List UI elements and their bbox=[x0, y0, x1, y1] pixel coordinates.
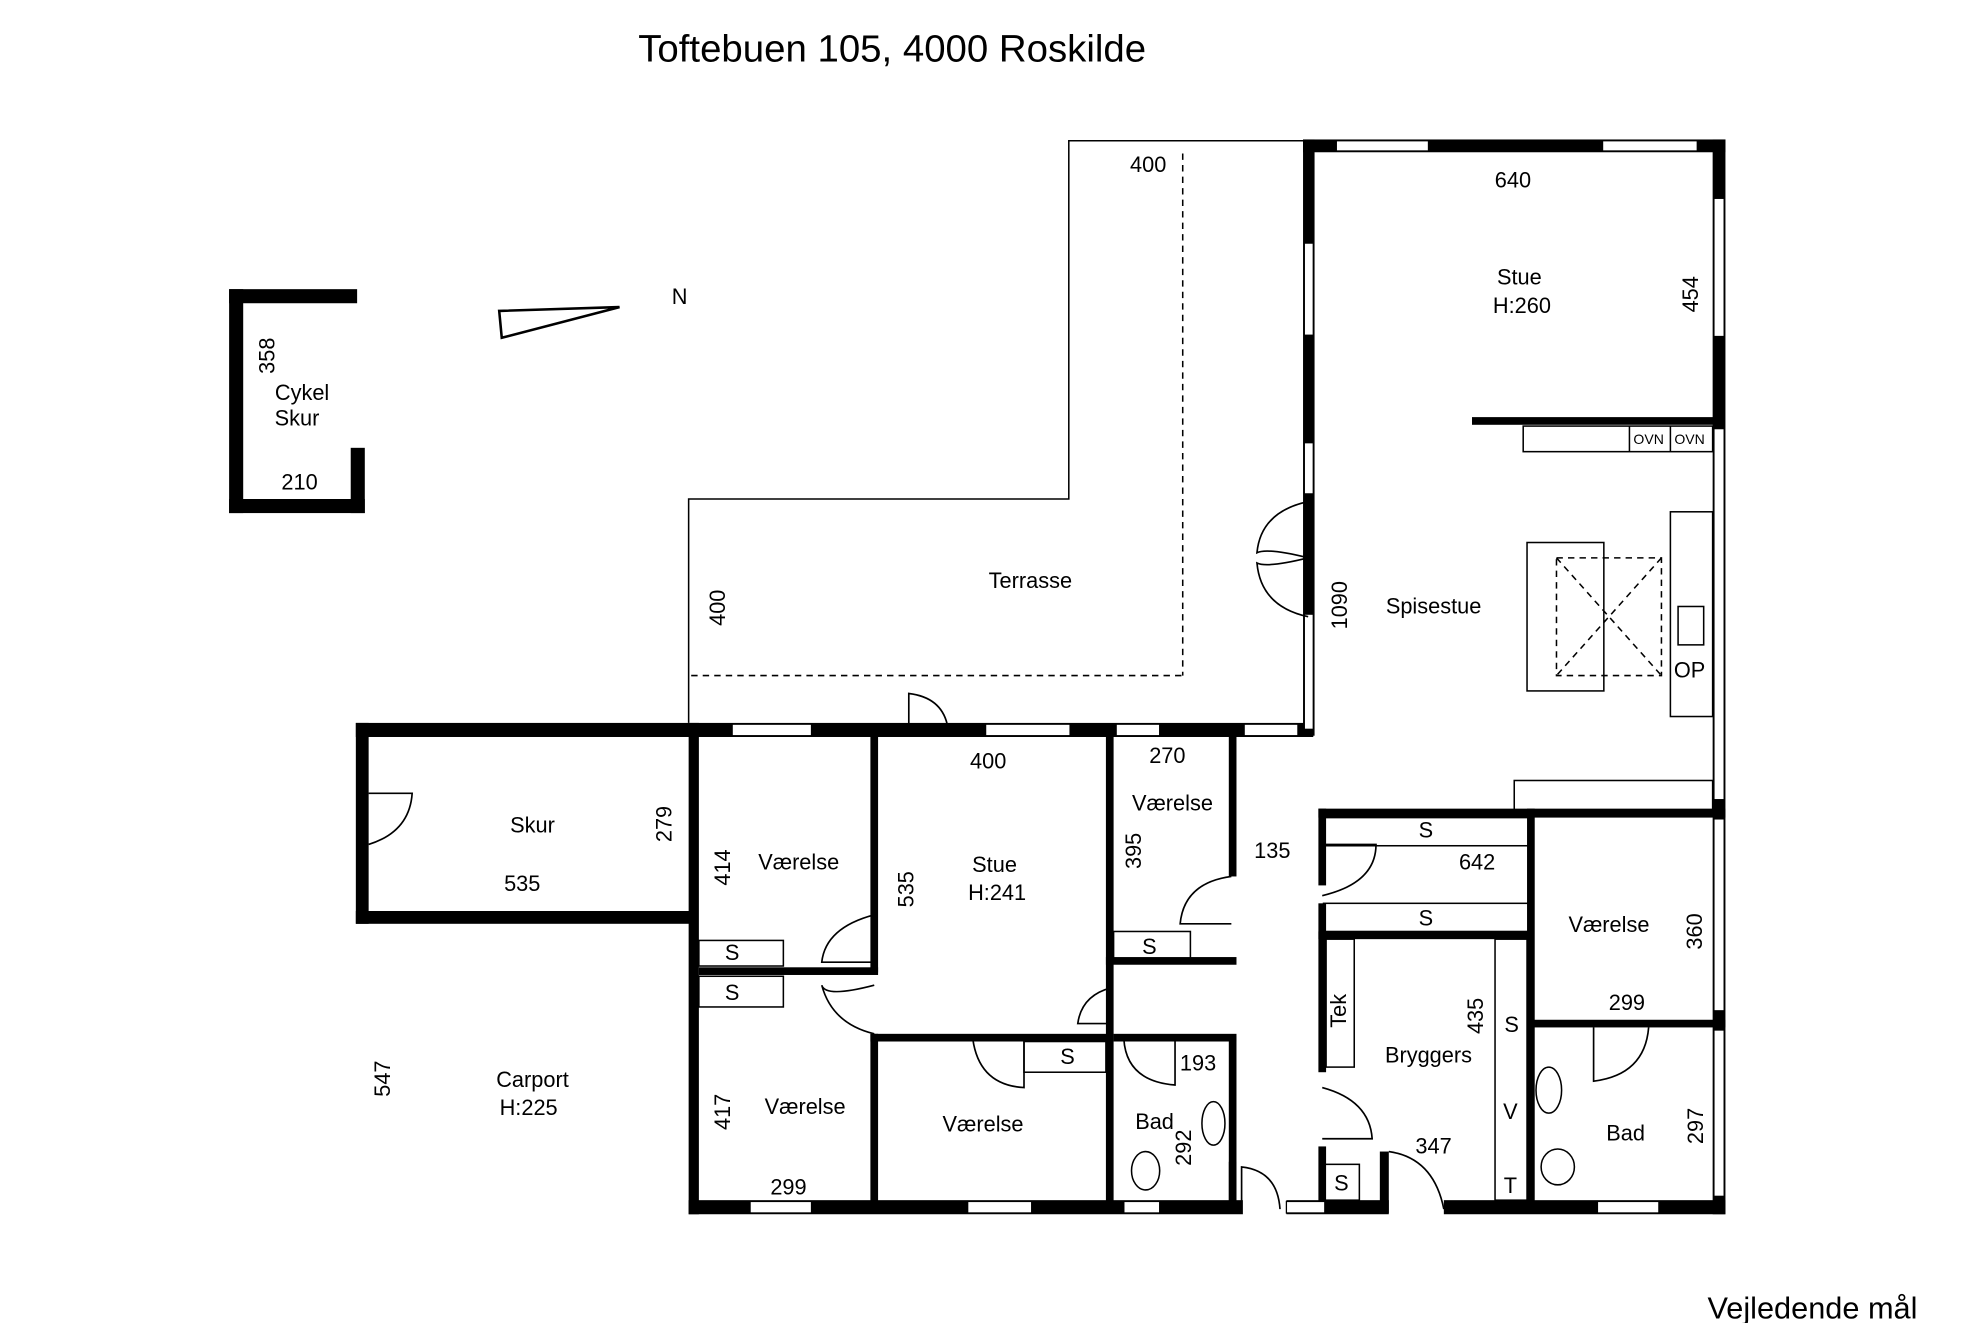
room-height: H:225 bbox=[500, 1095, 558, 1120]
closet-label: S bbox=[1142, 934, 1157, 959]
dimension-label: 299 bbox=[770, 1174, 806, 1199]
dimension-label: 135 bbox=[1254, 838, 1290, 863]
room-name-bad: Bad bbox=[1135, 1109, 1174, 1134]
dimension-label: 395 bbox=[1121, 833, 1146, 869]
dimension-label: 297 bbox=[1683, 1108, 1708, 1144]
windows bbox=[731, 140, 1725, 1214]
dimension-label: 270 bbox=[1149, 743, 1185, 768]
footer-note: Vejledende mål bbox=[1707, 1290, 1917, 1323]
dimension-label: 1090 bbox=[1327, 581, 1352, 629]
dimension-label: 358 bbox=[255, 338, 280, 374]
closet-label: S bbox=[1419, 906, 1434, 931]
closet-label: S bbox=[725, 980, 740, 1005]
doors bbox=[368, 500, 1650, 1210]
closet-label: S bbox=[1060, 1044, 1075, 1069]
oven-label: OVN bbox=[1633, 431, 1663, 447]
room-name-carport: Carport bbox=[496, 1067, 569, 1092]
room-name-vaerelse: Værelse bbox=[758, 849, 839, 874]
dimension-label: 193 bbox=[1180, 1050, 1216, 1075]
room-name-skur: Skur bbox=[510, 812, 555, 837]
dimension-label: 640 bbox=[1495, 167, 1531, 192]
fixtures bbox=[698, 425, 1714, 1201]
closet-label: S bbox=[1334, 1171, 1349, 1196]
op-label: OP bbox=[1674, 657, 1705, 682]
dimension-label: 400 bbox=[1130, 152, 1166, 177]
closet-label: S bbox=[1504, 1012, 1519, 1037]
terrace-outline bbox=[687, 139, 1306, 723]
room-name-cykel: Cykel bbox=[275, 380, 329, 405]
dryer-label: T bbox=[1504, 1173, 1517, 1198]
dimension-label: 292 bbox=[1171, 1130, 1196, 1166]
plan-title: Toftebuen 105, 4000 Roskilde bbox=[638, 27, 1146, 70]
room-labels: 400 640 Stue H:260 454 N 358 Cykel Skur … bbox=[255, 152, 1708, 1199]
room-name-spisestue: Spisestue bbox=[1386, 594, 1482, 619]
bike-shed-walls bbox=[229, 289, 365, 514]
dimension-label: 360 bbox=[1682, 913, 1707, 949]
closet-label: S bbox=[725, 940, 740, 965]
dimension-label: 535 bbox=[504, 871, 540, 896]
dimension-label: 435 bbox=[1463, 998, 1488, 1034]
dimension-label: 279 bbox=[651, 806, 676, 842]
room-name-stue: Stue bbox=[1497, 265, 1542, 290]
room-height: H:260 bbox=[1493, 293, 1551, 318]
dimension-label: 642 bbox=[1459, 849, 1495, 874]
dimension-label: 417 bbox=[710, 1094, 735, 1130]
room-name-bryggers: Bryggers bbox=[1385, 1043, 1472, 1068]
dimension-label: 400 bbox=[970, 748, 1006, 773]
washer-label: V bbox=[1503, 1099, 1518, 1124]
oven-label: OVN bbox=[1674, 431, 1704, 447]
dimension-label: 347 bbox=[1415, 1133, 1451, 1158]
room-name-bad: Bad bbox=[1606, 1121, 1645, 1146]
dimension-label: 454 bbox=[1678, 276, 1703, 312]
room-name-vaerelse: Værelse bbox=[943, 1112, 1024, 1137]
dimension-label: 299 bbox=[1609, 990, 1645, 1015]
dimension-label: 547 bbox=[370, 1060, 395, 1096]
dimension-label: 400 bbox=[705, 590, 730, 626]
room-name-vaerelse: Værelse bbox=[1132, 791, 1213, 816]
room-name-skur: Skur bbox=[275, 405, 320, 430]
closet-label: S bbox=[1419, 817, 1434, 842]
dimension-label: 535 bbox=[893, 871, 918, 907]
dimension-label: 210 bbox=[281, 469, 317, 494]
dimension-label: 414 bbox=[710, 849, 735, 885]
room-name-stue: Stue bbox=[972, 852, 1017, 877]
room-name-vaerelse: Værelse bbox=[1568, 912, 1649, 937]
tek-label: Tek bbox=[1326, 994, 1351, 1028]
north-arrow-icon bbox=[497, 305, 620, 340]
room-height: H:241 bbox=[968, 880, 1026, 905]
room-name-vaerelse: Værelse bbox=[765, 1094, 846, 1119]
north-label: N bbox=[672, 284, 688, 309]
terrace-label: Terrasse bbox=[989, 568, 1072, 593]
